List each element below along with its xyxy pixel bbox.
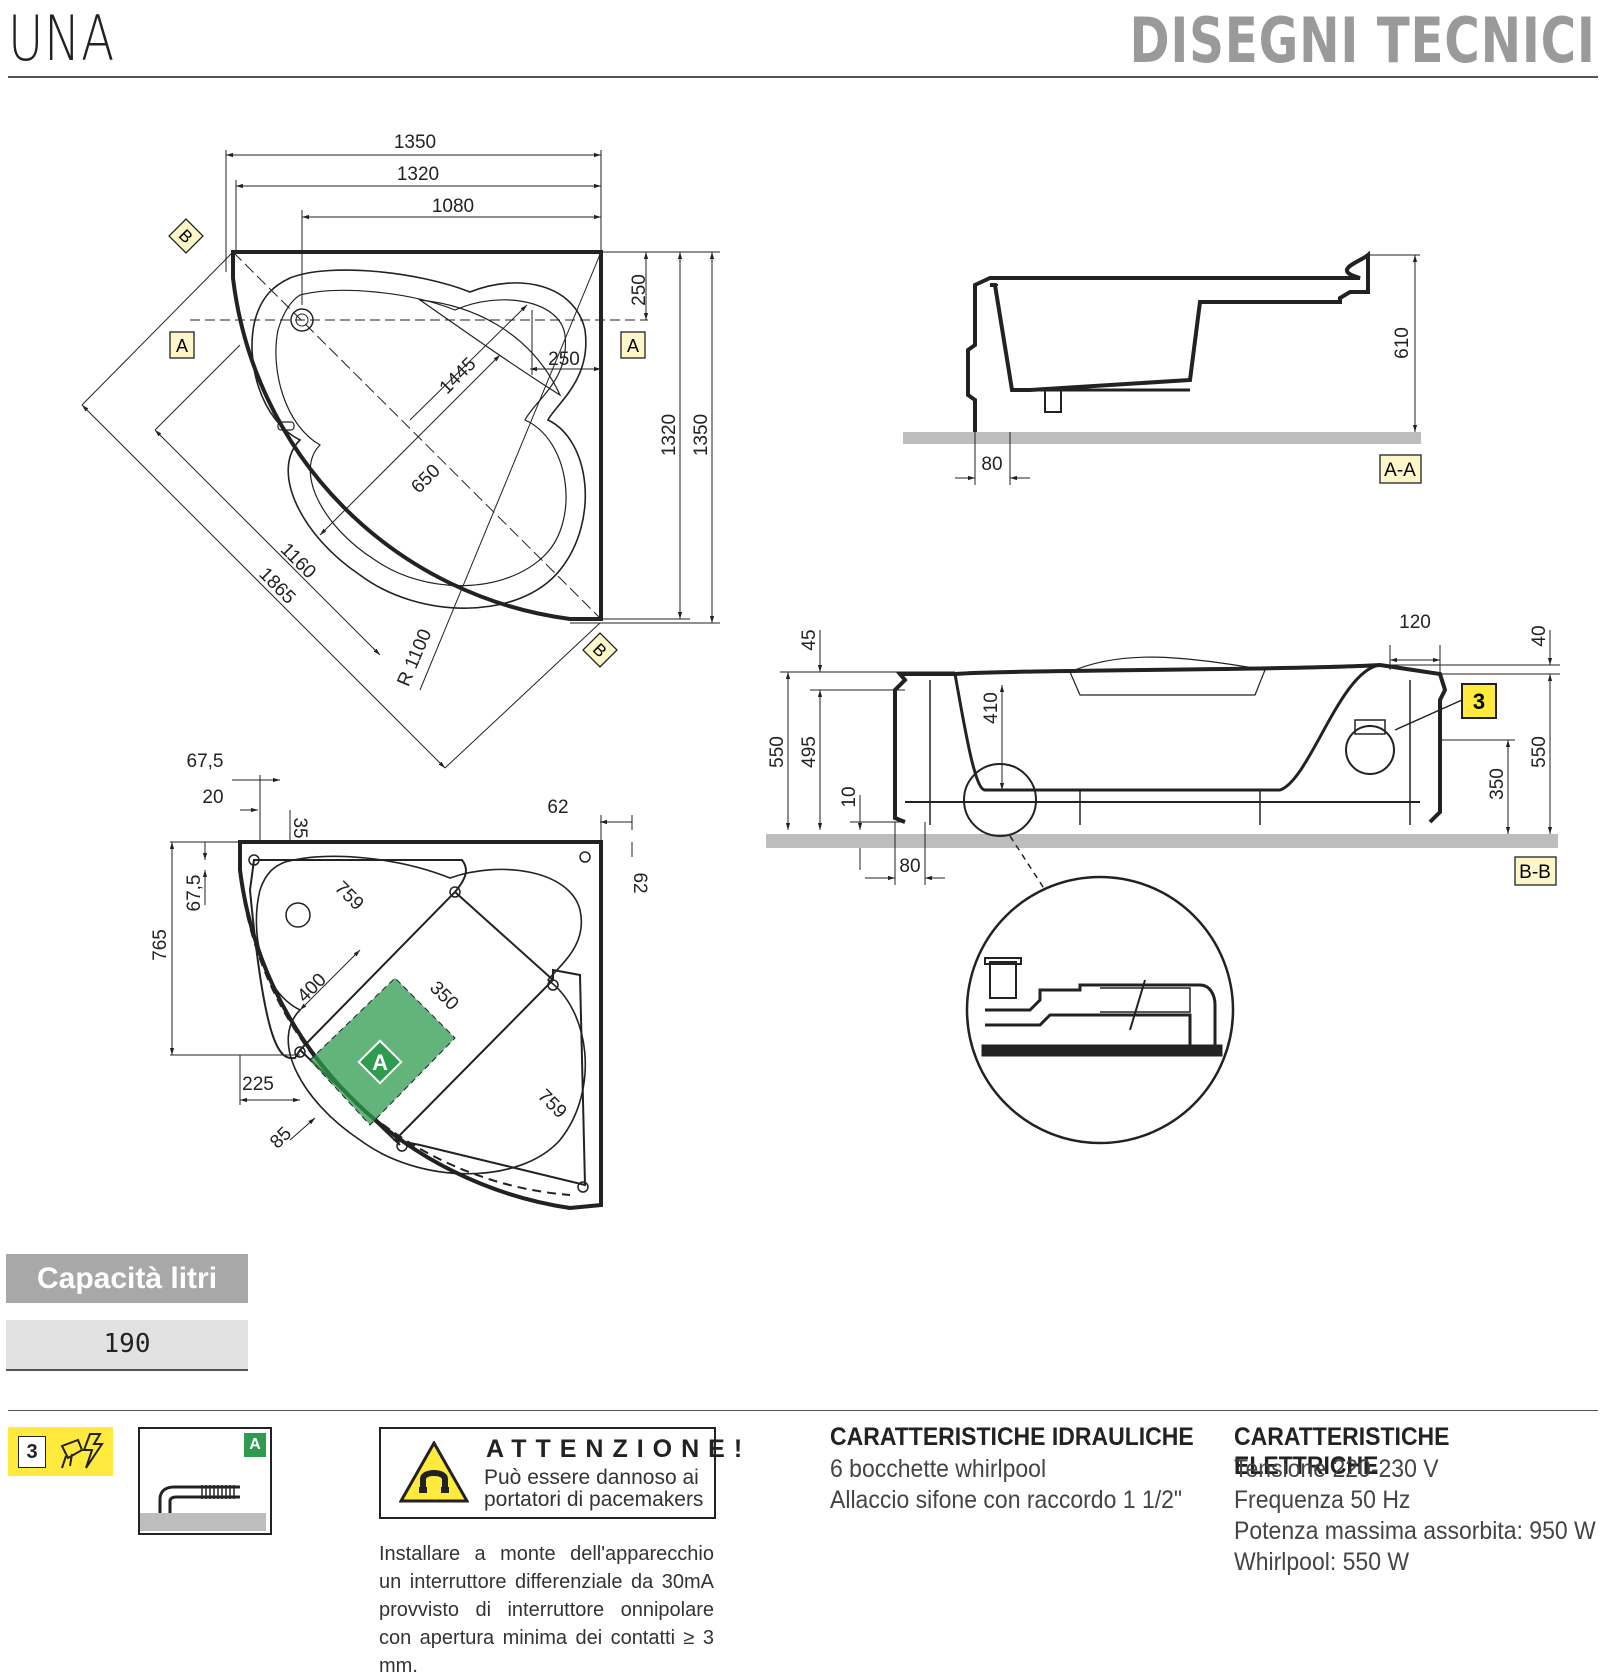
dim-550-right: 550 [1529,736,1550,768]
dim-20: 20 [202,787,223,808]
hydraulic-line-1: 6 bocchette whirlpool [830,1455,1047,1483]
top-view-labels: 1350 1320 1080 250 1320 1350 250 1445 65… [255,132,712,690]
dim-400: 400 [293,969,330,1006]
svg-text:A: A [627,336,639,356]
pacemaker-warning: ATTENZIONE! Può essere dannoso ai portat… [379,1427,742,1519]
drain-pipe-icon [140,1485,266,1531]
section-tag-b-bottom: B [582,632,618,668]
electrical-line-3: Potenza massima assorbita: 950 W [1234,1517,1596,1545]
section-bb [766,630,1560,1145]
dim-350-bottom: 350 [425,977,462,1014]
dim-765: 765 [150,929,171,961]
dim-610: 610 [1392,327,1413,359]
section-tag-a-left: A [169,331,195,359]
section-tag-b-top: B [168,218,204,254]
svg-text:A: A [372,1050,388,1075]
warning-line-1: Può essere dannoso ai [484,1466,699,1489]
hydraulic-title: CARATTERISTICHE IDRAULICHE [830,1423,1194,1451]
dim-1080: 1080 [432,196,474,217]
section-tag-a-right: A [620,331,646,359]
dim-250-horizontal: 250 [548,349,580,370]
callout-3: 3 [1394,683,1497,731]
plug-lightning-icon [60,1433,104,1469]
dim-1320: 1320 [397,164,439,185]
electrical-line-4: Whirlpool: 550 W [1234,1548,1410,1576]
footer-divider [8,1410,1598,1411]
dim-495: 495 [799,736,820,768]
warning-title: ATTENZIONE! [486,1435,752,1463]
dim-80-aa: 80 [981,454,1002,475]
electrical-badge: 3 [8,1427,113,1476]
dim-550-left: 550 [767,736,788,768]
capacity-header: Capacità litri [6,1254,248,1303]
drain-connection-box: A [138,1427,272,1535]
capacity-value: 190 [6,1320,248,1371]
dim-410: 410 [981,692,1002,724]
svg-text:A: A [176,336,188,356]
model-title: UNA [8,2,115,75]
svg-text:A-A: A-A [1384,460,1416,481]
dim-650: 650 [407,460,444,497]
electrical-title: CARATTERISTICHE ELETTRICHE [1234,1423,1450,1480]
svg-text:B-B: B-B [1519,862,1551,883]
hydraulic-line-2: Allaccio sifone con raccordo 1 1/2" [830,1486,1183,1514]
dim-10: 10 [839,786,860,807]
magnet-warning-icon [399,1441,469,1503]
header-divider [8,76,1598,78]
access-panel-a: A [309,977,456,1126]
dim-62-side: 62 [629,872,650,893]
svg-text:3: 3 [1473,689,1485,714]
dim-1445: 1445 [436,354,481,399]
technical-drawings: 1350 1320 1080 250 1320 1350 250 1445 65… [81,132,1560,1211]
dim-r1100: R 1100 [394,626,437,689]
dim-67-5-top: 67,5 [187,751,224,772]
dim-35: 35 [289,817,310,838]
dim-1350: 1350 [394,132,436,153]
dim-80-bb: 80 [899,856,920,877]
dim-350-bb: 350 [1487,768,1508,800]
dim-67-5-side: 67,5 [184,875,205,912]
badge-number: 3 [18,1436,46,1468]
dim-759-top: 759 [330,877,367,914]
dim-759-bottom: 759 [533,1085,570,1122]
section-tag-bb: B-B [1514,856,1557,886]
dim-45: 45 [799,629,820,650]
dim-1350-vertical: 1350 [691,414,712,456]
drain-label: A [244,1433,266,1457]
installation-note: Installare a monte dell'apparecchio un i… [379,1543,714,1677]
dim-62-top: 62 [547,797,568,818]
electrical-line-1: Tensione 220-230 V [1234,1455,1439,1483]
dim-250-vertical: 250 [629,274,650,306]
section-tag-aa: A-A [1379,454,1422,484]
dim-85: 85 [266,1123,296,1153]
dim-120: 120 [1399,612,1431,633]
dim-225: 225 [242,1074,274,1095]
section-title: DISEGNI TECNICI [1129,4,1596,77]
dim-40: 40 [1529,625,1550,646]
section-aa [903,250,1421,485]
top-view [81,150,720,769]
dim-1320-vertical: 1320 [659,414,680,456]
electrical-line-2: Frequenza 50 Hz [1234,1486,1411,1514]
warning-line-2: portatori di pacemakers [484,1488,704,1511]
